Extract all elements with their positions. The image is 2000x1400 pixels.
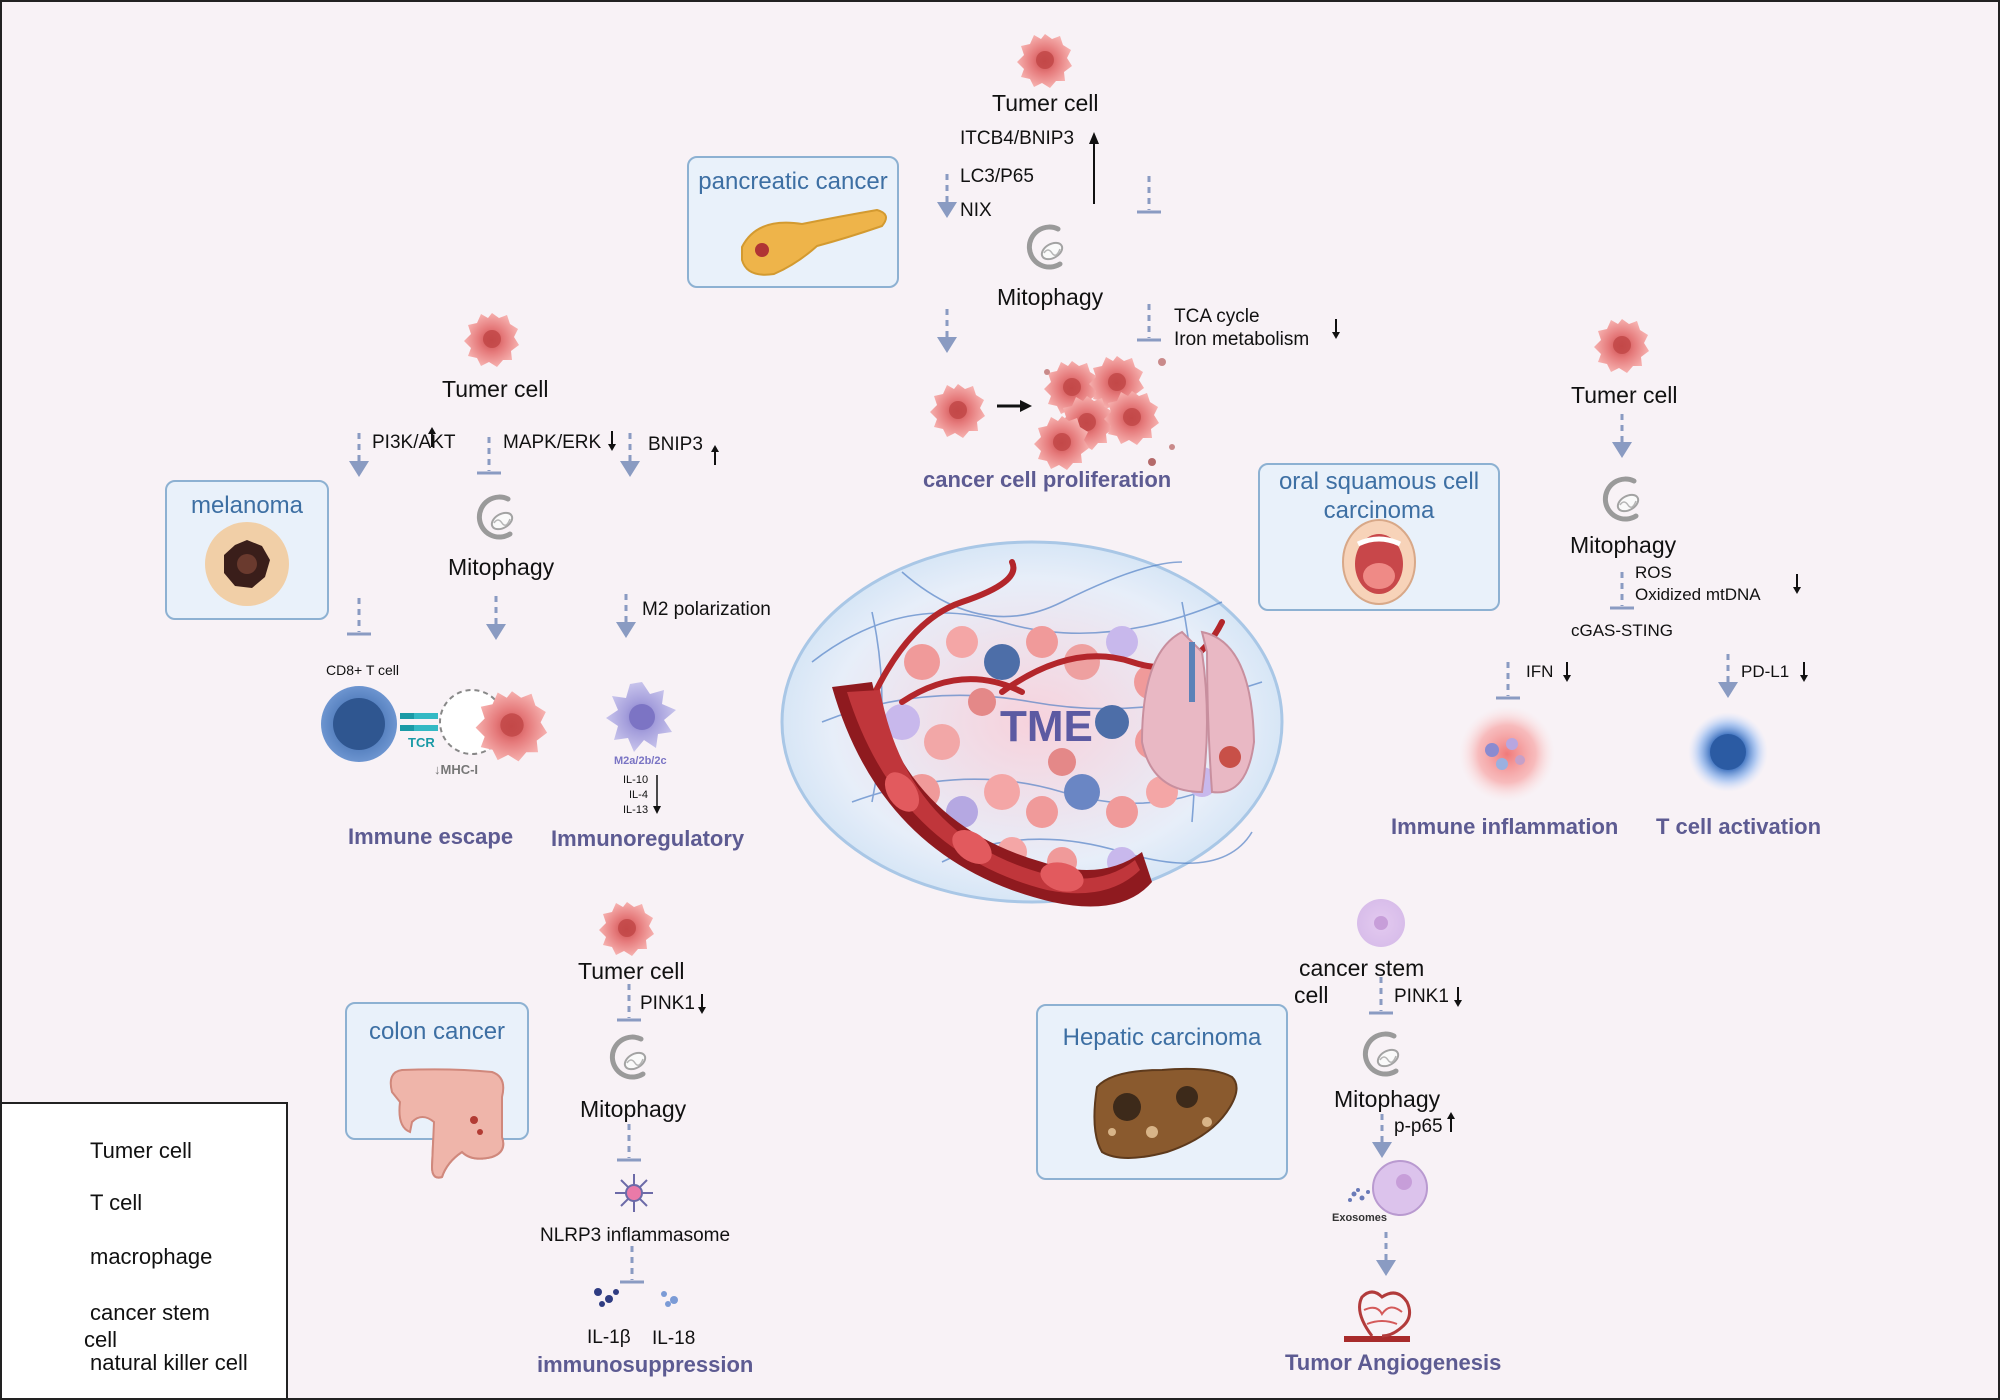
tme-label: TME — [1000, 702, 1093, 751]
tme-illustration — [780, 540, 1284, 907]
m2-polarization-label: M2 polarization — [642, 599, 771, 620]
macrophage-icon — [606, 682, 676, 752]
cancer-stem-cell-label: cell — [1294, 982, 1329, 1008]
mitophagy-label: Mitophagy — [580, 1096, 687, 1122]
melanoma-illustration — [205, 522, 289, 606]
box-title: melanoma — [190, 492, 304, 519]
mtdna-label: Oxidized mtDNA — [1635, 585, 1761, 604]
il-18-label: IL-18 — [652, 1328, 696, 1349]
pathway-label: ITCB4/BNIP3 — [960, 128, 1075, 149]
legend-label: T cell — [90, 1190, 143, 1215]
box-title: Hepatic carcinoma — [1062, 1024, 1262, 1051]
pancreas-illustration — [741, 208, 887, 276]
angiogenesis-icon — [1344, 1290, 1412, 1342]
pathway-label: NIX — [960, 200, 992, 221]
il-1b-particles-icon — [594, 1288, 619, 1307]
pathway-label: MAPK/ERK — [503, 432, 602, 453]
outcome-label: T cell activation — [1656, 814, 1822, 839]
exosomes-icon — [1348, 1188, 1370, 1202]
lung-icon — [1140, 630, 1256, 794]
tumor-cell-label: Tumer cell — [992, 90, 1099, 116]
pink1-label: PINK1 — [1394, 986, 1449, 1007]
box-title: oral squamous cell — [1278, 468, 1480, 495]
legend-label: cell — [84, 1327, 118, 1352]
ros-label: ROS — [1635, 563, 1672, 582]
mhc-label: ↓MHC-I — [434, 762, 479, 777]
outcome-label: Immunoregulatory — [551, 826, 745, 851]
cancer-stem-cell-icon — [1372, 1160, 1428, 1216]
il-label: IL-4 — [629, 789, 648, 801]
legend-label: cancer stem — [90, 1300, 210, 1325]
tumor-cell-label: Tumer cell — [1571, 382, 1678, 408]
pathway-label: PI3K/AKT — [372, 432, 456, 453]
mitophagy-label: Mitophagy — [997, 284, 1104, 310]
pathway-label: LC3/P65 — [960, 166, 1034, 187]
outcome-label: Tumor Angiogenesis — [1285, 1350, 1502, 1375]
exosomes-label: Exosomes — [1332, 1212, 1388, 1224]
nlrp3-label: NLRP3 inflammasome — [540, 1225, 731, 1246]
legend-label: macrophage — [90, 1244, 213, 1269]
il-1b-label: IL-1β — [587, 1327, 631, 1348]
outcome-label: Immune inflammation — [1391, 814, 1619, 839]
tumor-cell-label: Tumer cell — [578, 958, 685, 984]
effect-label: TCA cycle — [1174, 306, 1260, 327]
mouth-illustration — [1342, 519, 1416, 605]
box-title: colon cancer — [368, 1018, 506, 1045]
il-18-particles-icon — [661, 1291, 678, 1307]
outcome-label: immunosuppression — [537, 1352, 754, 1377]
cgas-sting-label: cGAS-STING — [1571, 621, 1674, 640]
pathway-label: BNIP3 — [648, 434, 703, 455]
proliferating-cells-icon — [1034, 356, 1175, 470]
ifn-label: IFN — [1526, 662, 1554, 681]
effect-label: Iron metabolism — [1174, 329, 1310, 350]
cd8-t-cell-icon — [321, 686, 397, 762]
mitophagy-label: Mitophagy — [448, 554, 555, 580]
nlrp3-inflammasome-icon — [615, 1174, 653, 1212]
pd-l1-label: PD-L1 — [1741, 662, 1790, 681]
p-p65-label: p-p65 — [1394, 1116, 1443, 1137]
outcome-label: cancer cell proliferation — [923, 467, 1172, 492]
tumor-cell-label: Tumer cell — [442, 376, 549, 402]
mitophagy-label: Mitophagy — [1570, 532, 1677, 558]
mitophagy-label: Mitophagy — [1334, 1086, 1441, 1112]
colon-illustration — [389, 1068, 505, 1179]
tcr-label: TCR — [408, 735, 435, 750]
legend-label: natural killer cell — [90, 1350, 248, 1375]
outcome-label: Immune escape — [348, 824, 514, 849]
pink1-label: PINK1 — [640, 993, 695, 1014]
legend: Tumer cell T cell macrophage cancer stem… — [2, 1102, 288, 1398]
il-label: IL-10 — [623, 774, 649, 786]
inflammation-icon — [1459, 706, 1555, 802]
cd8-t-cell-label: CD8+ T cell — [326, 662, 400, 678]
blood-vessel-icon — [832, 682, 1152, 907]
liver-illustration — [1093, 1067, 1238, 1159]
legend-label: Tumer cell — [90, 1138, 192, 1163]
m2-types-label: M2a/2b/2c — [614, 755, 667, 767]
il-label: IL-13 — [623, 804, 649, 816]
cancer-stem-cell-icon — [1357, 899, 1405, 947]
box-title: pancreatic cancer — [698, 168, 888, 195]
activated-t-cell-icon — [1688, 712, 1768, 792]
cancer-stem-cell-label: cancer stem — [1299, 955, 1425, 981]
